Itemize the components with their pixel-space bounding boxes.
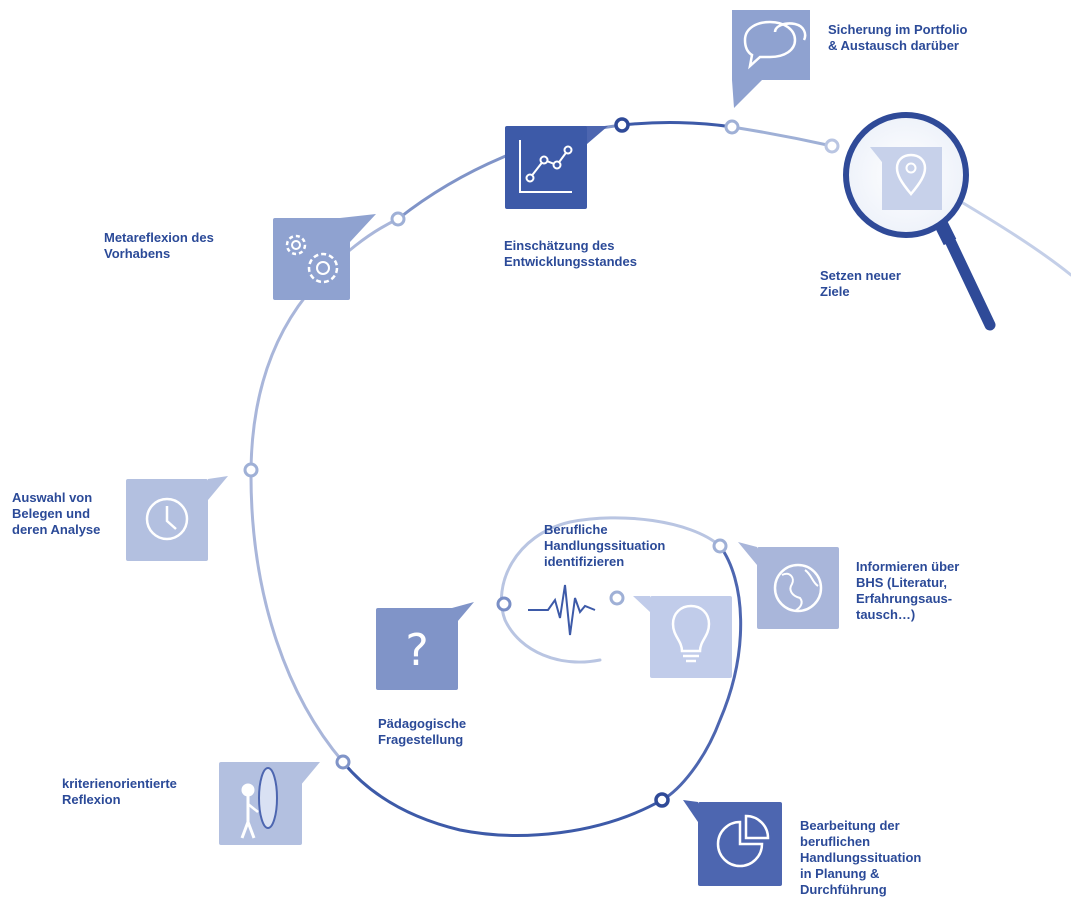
label-auswahl: Auswahl von Belegen und deren Analyse [12, 490, 101, 537]
line-graph-icon [505, 126, 608, 209]
lightbulb-icon [633, 596, 732, 678]
node [335, 754, 351, 770]
label-metareflexion: Metareflexion des Vorhabens [104, 230, 214, 261]
spiral-right-lower [660, 544, 743, 802]
spiral-outer-tail [956, 198, 1071, 277]
label-paedagogische-fragestellung: Pädagogische Fragestellung [378, 716, 467, 747]
label-sicherung: Sicherung im Portfolio & Austausch darüb… [828, 22, 968, 53]
question-mark-icon: ? [376, 602, 474, 690]
magnifier-location-icon [843, 112, 996, 331]
node [654, 792, 670, 808]
spiral-top [620, 121, 734, 129]
pie-chart-icon [683, 800, 782, 886]
spiral-bottom [341, 760, 664, 837]
svg-text:?: ? [405, 625, 428, 676]
label-informieren: Informieren über BHS (Literatur, Erfahru… [856, 559, 960, 622]
spiral-inner [500, 516, 722, 664]
node [824, 138, 840, 154]
node [243, 462, 259, 478]
node [712, 538, 728, 554]
gears-icon [273, 214, 376, 300]
pulse-icon [528, 584, 596, 636]
label-kriterienorientierte-reflexion: kriterienorientierte Reflexion [62, 776, 177, 807]
node [724, 119, 740, 135]
speech-bubbles-icon [732, 10, 810, 108]
spiral-top-right [730, 125, 834, 148]
node [614, 117, 630, 133]
node [609, 590, 625, 606]
clock-icon [126, 476, 228, 561]
node [496, 596, 512, 612]
spiral-left [249, 283, 345, 764]
spiral-path [249, 121, 1071, 837]
label-bearbeitung: Bearbeitung der beruflichen Handlungssit… [800, 818, 922, 897]
node [390, 211, 406, 227]
person-mirror-icon [219, 762, 320, 845]
label-berufliche-handlungssituation: Berufliche Handlungssituation identifizi… [544, 522, 666, 569]
label-setzen-neuer-ziele: Setzen neuer Ziele [820, 268, 901, 299]
path-nodes [243, 117, 840, 808]
globe-icon [738, 542, 839, 629]
label-einschaetzung: Einschätzung des Entwicklungsstandes [504, 238, 637, 269]
